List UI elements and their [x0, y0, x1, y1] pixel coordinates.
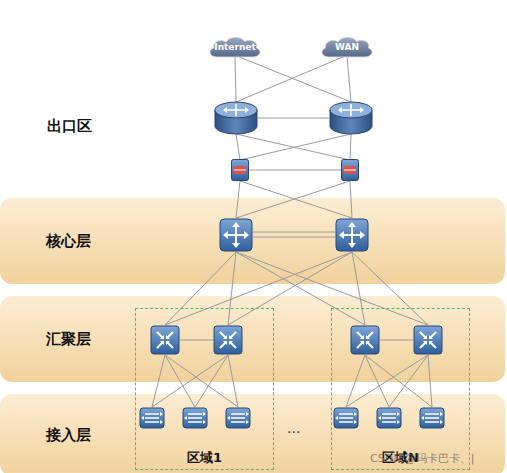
internet-cloud: Internet — [207, 36, 263, 58]
link-wire — [236, 134, 240, 160]
link-wire — [237, 56, 351, 102]
router-icon — [330, 102, 372, 134]
wan-cloud: WAN — [319, 36, 375, 58]
node-text: WAN — [319, 42, 375, 52]
node-text: 核心层 — [46, 232, 91, 251]
firewall-icon — [342, 160, 359, 181]
zone-label: 出口区 — [47, 117, 92, 136]
router-icon — [215, 102, 257, 134]
link-wire — [236, 134, 350, 160]
node-text: Internet — [207, 42, 263, 52]
link-wire — [240, 134, 351, 160]
link-wire — [347, 56, 351, 102]
region-box: 区域N — [331, 308, 470, 470]
node-text: 接入层 — [46, 426, 91, 445]
ellipsis: ... — [287, 420, 300, 436]
link-wire — [236, 56, 345, 102]
link-wire — [258, 118, 329, 119]
watermark: CSDN @玛卡巴卡、| — [370, 451, 475, 466]
node-text: 区域1 — [136, 449, 273, 467]
layer-band: 核心层 — [0, 198, 505, 284]
link-wire — [235, 56, 236, 102]
node-text: 汇聚层 — [46, 330, 91, 349]
firewall-icon — [232, 160, 249, 181]
region-box: 区域1 — [135, 308, 274, 470]
link-wire — [350, 134, 351, 160]
link-wire — [249, 170, 341, 171]
